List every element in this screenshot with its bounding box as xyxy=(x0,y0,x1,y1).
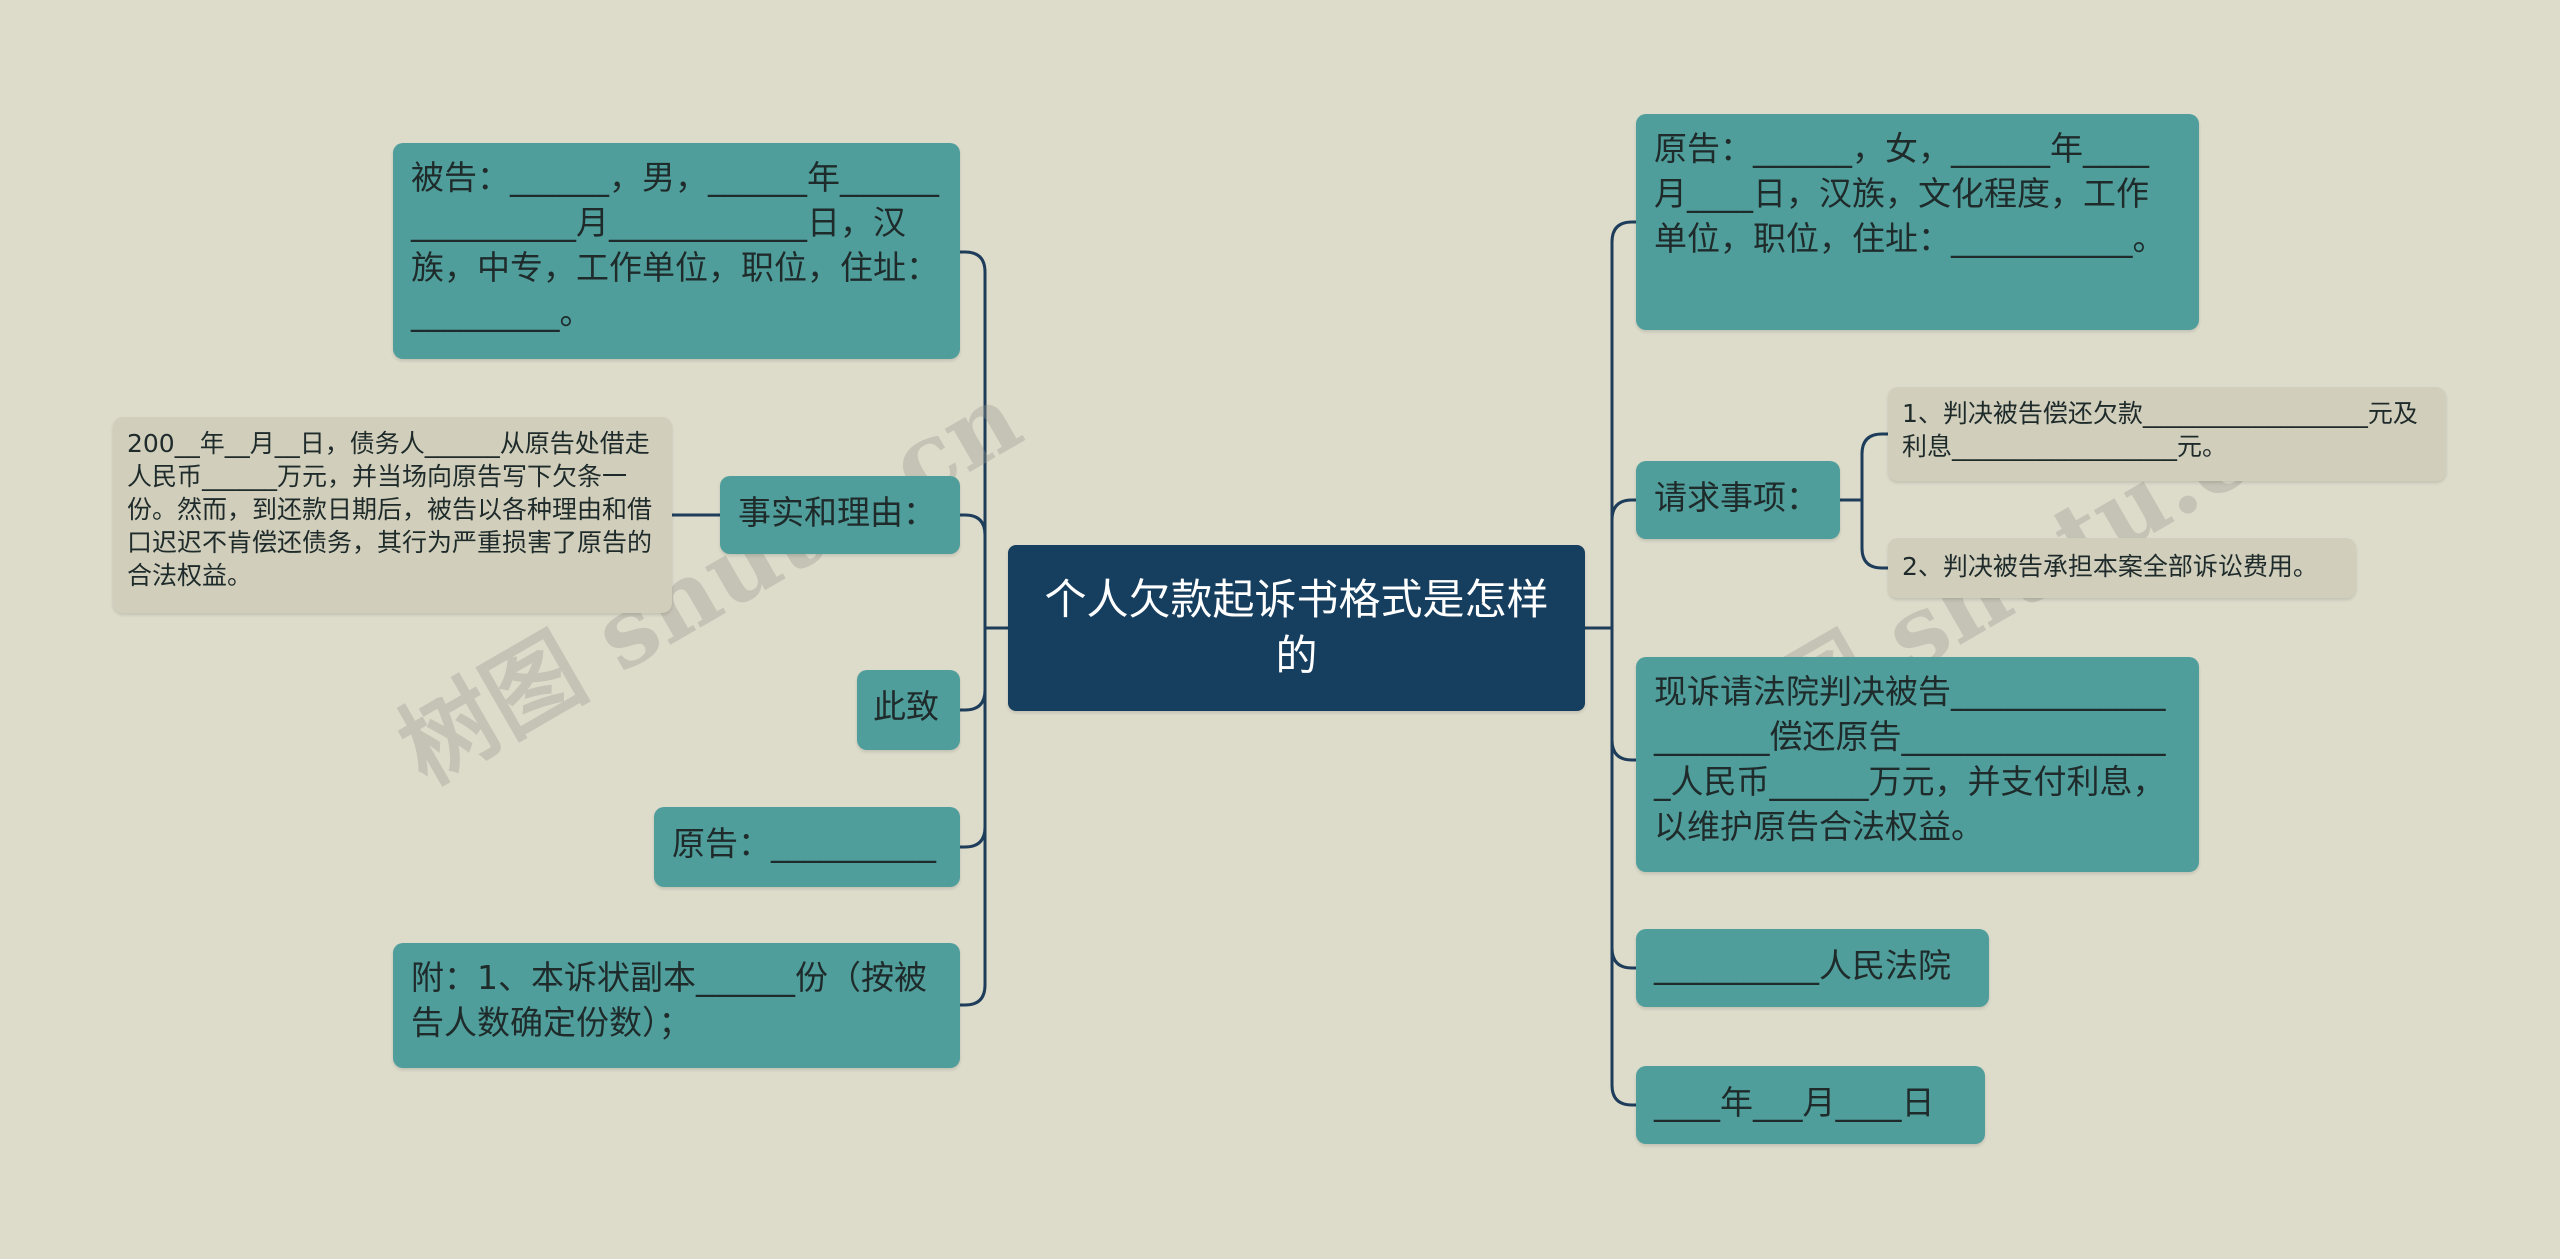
central-topic[interactable]: 个人欠款起诉书格式是怎样的 xyxy=(1008,545,1585,711)
facts-detail-node[interactable]: 200__年__月__日，债务人______从原告处借走人民币______万元，… xyxy=(113,417,672,613)
request-text: 现诉请法院判决被告____________________偿还原告_______… xyxy=(1654,672,2166,846)
request-node[interactable]: 现诉请法院判决被告____________________偿还原告_______… xyxy=(1636,657,2199,872)
link-right-plaintiff xyxy=(1610,220,1638,630)
plaintiff-sign-node[interactable]: 原告：__________ xyxy=(654,807,960,887)
plaintiff-node[interactable]: 原告：______，女，______年____月____日，汉族，文化程度，工作… xyxy=(1636,114,2199,330)
defendant-text: 被告：______，男，______年________________月____… xyxy=(411,158,939,332)
link-left-facts xyxy=(958,513,987,630)
cizhi-text: 此致 xyxy=(873,687,939,726)
court-text: __________人民法院 xyxy=(1654,946,1951,985)
court-node[interactable]: __________人民法院 xyxy=(1636,929,1989,1007)
link-left-defendant xyxy=(958,250,987,630)
link-right-date xyxy=(1610,626,1638,1107)
attachment-text: 附：1、本诉状副本______份（按被告人数确定份数）； xyxy=(411,958,927,1042)
date-text: ____年___月____日 xyxy=(1654,1083,1935,1122)
defendant-node[interactable]: 被告：______，男，______年________________月____… xyxy=(393,143,960,359)
cizhi-node[interactable]: 此致 xyxy=(857,670,960,750)
date-node[interactable]: ____年___月____日 xyxy=(1636,1066,1985,1144)
attachment-node[interactable]: 附：1、本诉状副本______份（按被告人数确定份数）； xyxy=(393,943,960,1068)
claim-1-text: 1、判决被告偿还欠款__________________元及利息________… xyxy=(1902,399,2418,461)
plaintiff-text: 原告：______，女，______年____月____日，汉族，文化程度，工作… xyxy=(1654,129,2166,258)
claims-label: 请求事项： xyxy=(1654,478,1819,517)
link-right-claims xyxy=(1610,498,1638,630)
claim-1-node[interactable]: 1、判决被告偿还欠款__________________元及利息________… xyxy=(1888,387,2446,481)
link-right-court xyxy=(1610,626,1638,970)
claim-2-node[interactable]: 2、判决被告承担本案全部诉讼费用。 xyxy=(1888,538,2356,598)
facts-detail-text: 200__年__月__日，债务人______从原告处借走人民币______万元，… xyxy=(127,429,653,590)
facts-node[interactable]: 事实和理由： xyxy=(720,476,960,554)
link-left-cizhi xyxy=(958,626,987,712)
link-claims-2 xyxy=(1860,498,1890,570)
facts-label: 事实和理由： xyxy=(738,493,936,532)
link-left-attachment xyxy=(958,626,987,1007)
claims-node[interactable]: 请求事项： xyxy=(1636,461,1840,539)
link-left-plaintiff xyxy=(958,626,987,849)
link-right-request xyxy=(1610,626,1638,762)
plaintiff-sign-text: 原告：__________ xyxy=(672,824,936,863)
central-topic-label: 个人欠款起诉书格式是怎样的 xyxy=(1044,575,1549,680)
link-claims-1 xyxy=(1838,432,1890,502)
claim-2-text: 2、判决被告承担本案全部诉讼费用。 xyxy=(1902,552,2318,581)
